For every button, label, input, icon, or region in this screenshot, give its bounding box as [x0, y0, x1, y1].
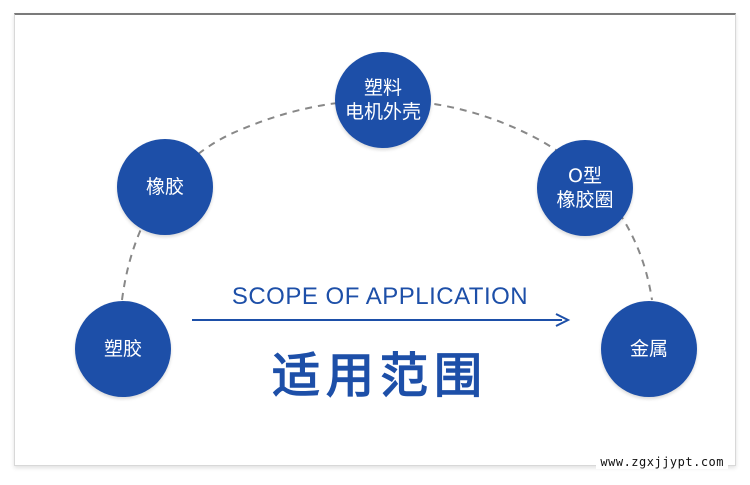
node-rubber-label: 橡胶 — [145, 176, 184, 198]
node-plastic-motor-housing-label-1: 塑料 — [363, 77, 402, 99]
watermark: www.zgxjjypt.com — [596, 455, 728, 469]
node-metal: 金属 — [601, 301, 697, 397]
node-plastic-label: 塑胶 — [103, 338, 142, 360]
node-o-ring-label-1: O型 — [568, 165, 602, 187]
arrow-head — [555, 313, 571, 327]
scope-label: SCOPE OF APPLICATION — [231, 283, 529, 310]
node-plastic-motor-housing-label-2: 电机外壳 — [344, 101, 421, 123]
node-o-ring: O型 橡胶圈 — [537, 140, 633, 236]
node-rubber: 橡胶 — [117, 139, 213, 235]
node-o-ring-label-2: 橡胶圈 — [556, 189, 614, 211]
node-metal-label: 金属 — [629, 338, 668, 360]
page-title: 适用范围 — [271, 348, 488, 404]
node-plastic: 塑胶 — [75, 301, 171, 397]
node-plastic-motor-housing: 塑料 电机外壳 — [335, 52, 431, 148]
